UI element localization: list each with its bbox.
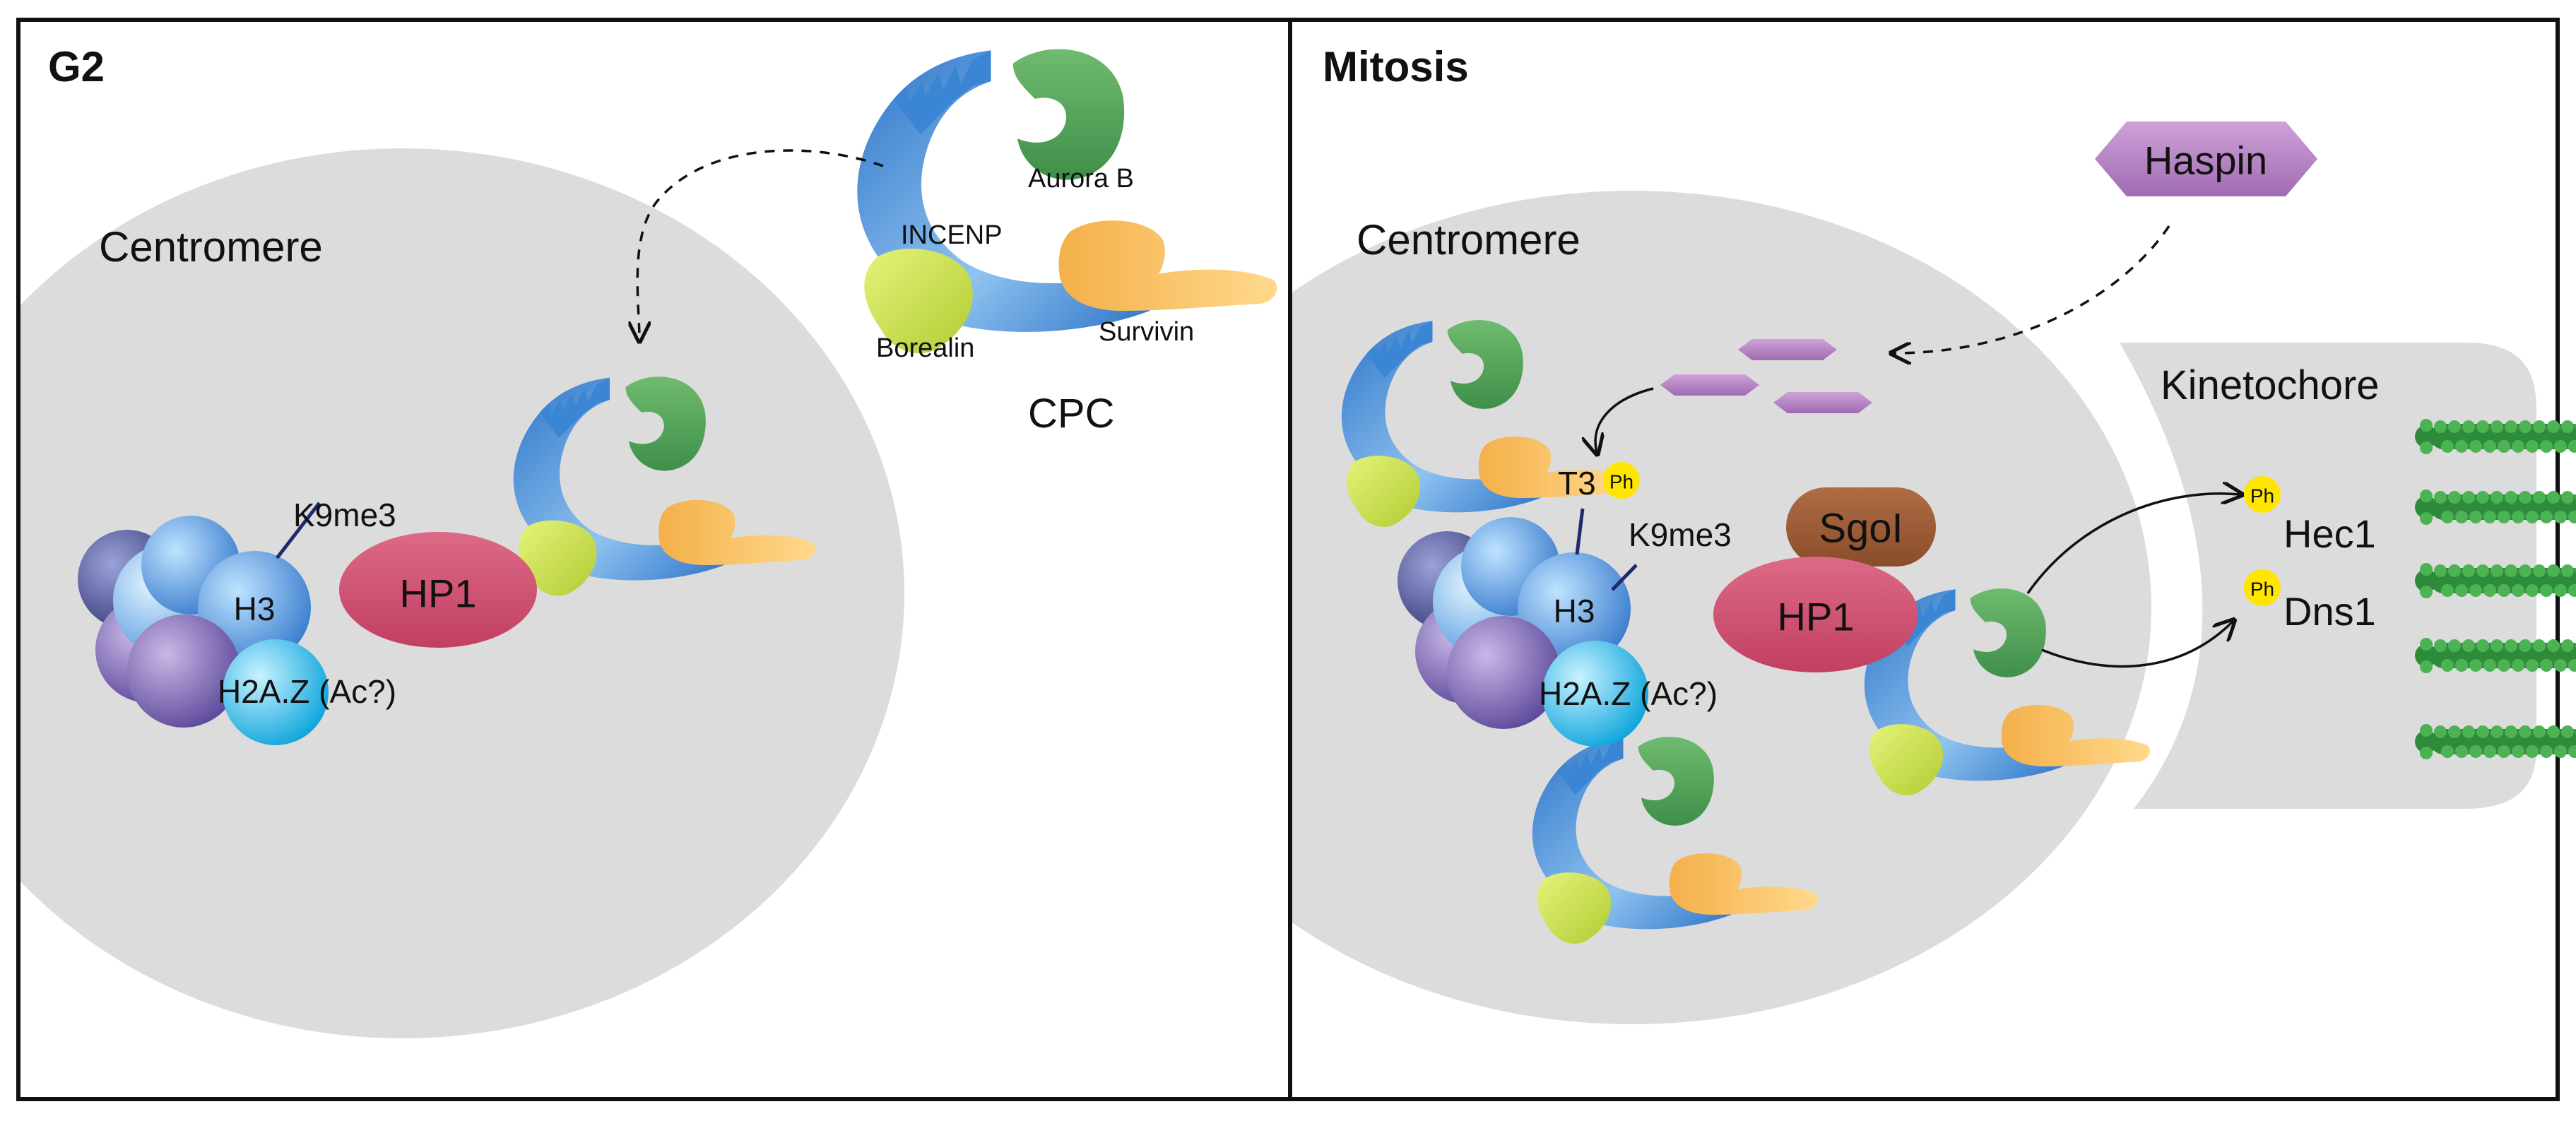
mitosis-k9me3-label: K9me3 [1629, 516, 1732, 553]
g2-h3-label: H3 [234, 591, 276, 627]
mitosis-panel: Mitosis Centromere Kinetochore Haspin Sg… [1292, 43, 2576, 1024]
haspin-label: Haspin [2144, 138, 2267, 183]
g2-h2az-label: H2A.Z (Ac?) [218, 673, 396, 710]
g2-panel: G2 Centromere INCENP Aurora B Borealin S… [20, 43, 1277, 1038]
mitosis-panel-frame [1288, 18, 2560, 1101]
hec1-phospho-badge [2244, 476, 2281, 513]
sgol-label: SgoI [1819, 506, 1903, 552]
dns1-phospho-label: Ph [2250, 579, 2274, 600]
mitosis-panel-title: Mitosis [1323, 43, 1469, 90]
haspin-phospho-arrow [1595, 387, 1654, 452]
t3-tail [1575, 508, 1585, 555]
t3-label: T3 [1558, 465, 1596, 502]
dns1-phospho-badge [2244, 569, 2281, 606]
g2-k9me3-tail [276, 502, 321, 559]
g2-cpc-free [857, 49, 1277, 354]
kinetochore-label: Kinetochore [2161, 362, 2380, 408]
g2-panel-title: G2 [48, 43, 105, 90]
mitosis-h2az-label: H2A.Z (Ac?) [1539, 675, 1718, 712]
mitosis-h3-label: H3 [1554, 593, 1595, 629]
g2-centromere-label: Centromere [99, 223, 323, 271]
cpc-survivin-label: Survivin [1099, 317, 1194, 347]
haspin-protein [2095, 121, 2317, 196]
haspin-arrow [1893, 225, 2170, 353]
hec1-phospho-label: Ph [2250, 485, 2274, 507]
haspin-fragment [1773, 392, 1872, 413]
sgol-protein [1786, 487, 1936, 567]
hec1-label: Hec1 [2283, 511, 2376, 556]
haspin-fragment [1660, 374, 1759, 396]
hec1-phospho-arrow [2026, 494, 2240, 595]
dns1-label: Dns1 [2283, 589, 2376, 634]
g2-k9me3-label: K9me3 [293, 497, 396, 533]
cpc-incenp-label: INCENP [901, 220, 1003, 250]
mitosis-k9me3-tail [1611, 564, 1638, 591]
t3-phospho-label: Ph [1609, 471, 1633, 493]
g2-recruitment-arrow [637, 149, 884, 339]
cpc-aurora-b-label: Aurora B [1028, 164, 1134, 194]
haspin-fragment [1738, 339, 1837, 360]
t3-phospho-badge [1603, 462, 1640, 499]
mitosis-centromere-label: Centromere [1357, 216, 1581, 263]
g2-hp1-label: HP1 [400, 571, 477, 616]
cpc-label: CPC [1028, 391, 1114, 437]
mitosis-hp1 [1713, 557, 1918, 672]
g2-hp1 [339, 532, 537, 648]
cpc-borealin-label: Borealin [876, 333, 974, 363]
kinetochore-region [2120, 343, 2536, 809]
mitosis-hp1-label: HP1 [1778, 595, 1855, 639]
dns1-phospho-arrow [2041, 622, 2233, 668]
